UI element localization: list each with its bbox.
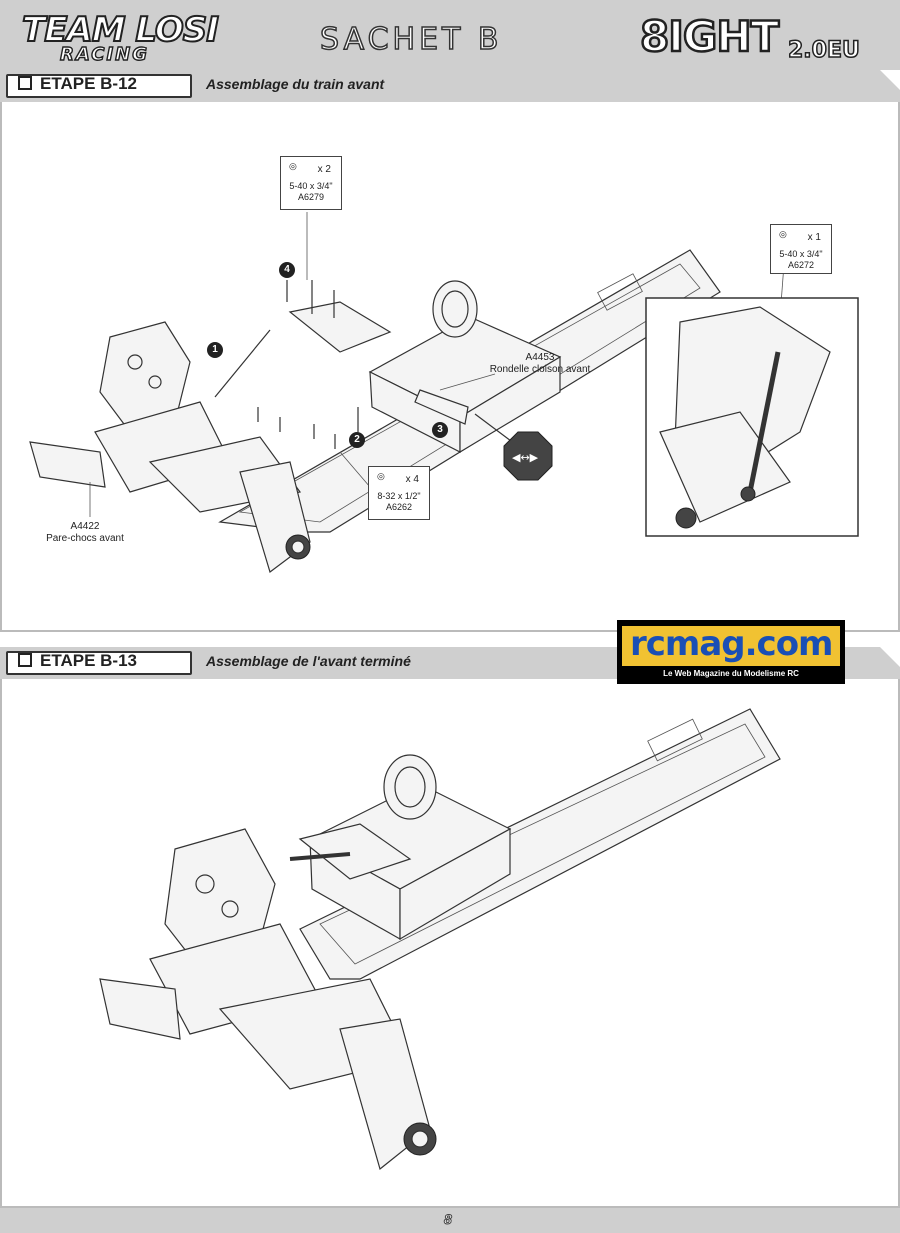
leader-line (474, 413, 516, 445)
page-header: TEAM LOSI RACING SACHET B 8IGHT 2.0EU (0, 0, 900, 70)
part-name: Rondelle cloison avant (489, 364, 591, 375)
chassis-plate-inner (319, 723, 766, 965)
part-code: A4453 (525, 352, 555, 363)
hub-center (411, 1130, 429, 1148)
step-b12-tab (6, 74, 192, 98)
fuel-tank-front (399, 827, 511, 941)
step-number-4: 4 (279, 262, 295, 278)
shock-tower-hole (127, 354, 143, 370)
screw-washer-icon: ◎ (779, 229, 787, 239)
callout-size: 5-40 x 3/4" (289, 181, 333, 191)
step-b12-label: ETAPE B-12 (18, 74, 137, 94)
step-b12-bar-shape (0, 70, 900, 102)
brand-logo: TEAM LOSI (21, 9, 220, 51)
fuel-tank-cap-inner (394, 766, 426, 808)
fuel-tank-cap (383, 754, 437, 820)
hardware-callout-a6262: ◎ x 4 8-32 x 1/2" A6262 (368, 466, 430, 520)
step-b12-title: Assemblage du train avant (206, 76, 385, 92)
front-bumper (29, 441, 106, 488)
hardware-callout-a6272: ◎ x 1 5-40 x 3/4" A6272 (770, 224, 832, 274)
leader-line (339, 451, 371, 488)
callout-part: A6262 (385, 502, 413, 512)
steering-rack (298, 823, 412, 880)
step-number-3: 3 (432, 422, 448, 438)
front-bumper (99, 978, 181, 1040)
step-b13-illustration (99, 708, 781, 1171)
page-footer: 8 (0, 1208, 900, 1233)
chassis-slot (647, 718, 703, 762)
turnbuckle (289, 852, 351, 861)
detail-hub (675, 507, 697, 529)
tighten-warning-icon (503, 431, 553, 481)
step-b13-label: ETAPE B-13 (18, 651, 137, 671)
step-b13-label-text: ETAPE B-13 (40, 651, 137, 670)
checkbox-icon (18, 76, 32, 90)
turnbuckle (214, 329, 271, 398)
part-label-a4453: A4453 Rondelle cloison avant (480, 352, 600, 376)
callout-qty: x 2 (317, 164, 331, 175)
fuel-tank-cap (432, 280, 478, 338)
bag-title: SACHET B (319, 21, 503, 58)
rcmag-logo-text: rcmag.com (630, 624, 833, 664)
shock-tower-hole (221, 900, 239, 918)
callout-qty: x 1 (807, 232, 821, 243)
callout-size: 8-32 x 1/2" (377, 491, 421, 501)
step-number-2: 2 (349, 432, 365, 448)
brand-logo-racing: RACING (59, 43, 149, 65)
hardware-callout-a6279: ◎ x 2 5-40 x 3/4" A6279 (280, 156, 342, 210)
hub-center (291, 540, 305, 554)
shock-tower-hole (195, 874, 215, 894)
rcmag-logo-bg: rcmag.com (622, 624, 840, 666)
fuel-tank-cap-inner (441, 290, 469, 328)
step-b13-tab (6, 651, 192, 675)
step-b12-bar: ETAPE B-12 Assemblage du train avant (0, 70, 900, 102)
step-b12-illustration: ◀↔▶ (29, 212, 859, 573)
step-number-1: 1 (207, 342, 223, 358)
page-number: 8 (444, 1211, 453, 1228)
model-logo: 8IGHT (639, 11, 781, 63)
model-logo-sub: 2.0EU (787, 37, 860, 64)
steering-rack (288, 301, 392, 353)
callout-qty: x 4 (405, 474, 419, 485)
callout-part: A6272 (787, 260, 815, 270)
rcmag-watermark: rcmag.com Le Web Magazine du Modelisme R… (617, 620, 845, 684)
callout-size: 5-40 x 3/4" (779, 249, 823, 259)
step-b12-label-text: ETAPE B-12 (40, 74, 137, 93)
bottom-screws (257, 407, 336, 449)
part-label-a4422: A4422 Pare-chocs avant (30, 521, 140, 545)
bulkhead-washer (414, 389, 469, 425)
double-arrow-icon: ◀↔▶ (512, 451, 539, 464)
step-b13-title: Assemblage de l'avant terminé (206, 653, 411, 669)
checkbox-icon (18, 653, 32, 667)
callout-part: A6279 (297, 192, 325, 202)
screw-washer-icon: ◎ (289, 161, 297, 171)
detail-turnbuckle (747, 351, 781, 493)
fuel-tank-front (459, 355, 561, 454)
rcmag-tagline: Le Web Magazine du Modelisme RC (663, 669, 799, 678)
part-code: A4422 (70, 521, 100, 532)
leader-line (439, 373, 496, 391)
chassis-slot (597, 273, 643, 311)
detail-rod-end (740, 486, 756, 502)
step-b12-panel (0, 102, 900, 632)
step-b13-panel (0, 679, 900, 1208)
screw-icon: ◎ (377, 471, 385, 481)
detail-arm (659, 411, 791, 523)
shock-tower-hole (148, 375, 162, 389)
part-name: Pare-chocs avant (46, 533, 124, 544)
